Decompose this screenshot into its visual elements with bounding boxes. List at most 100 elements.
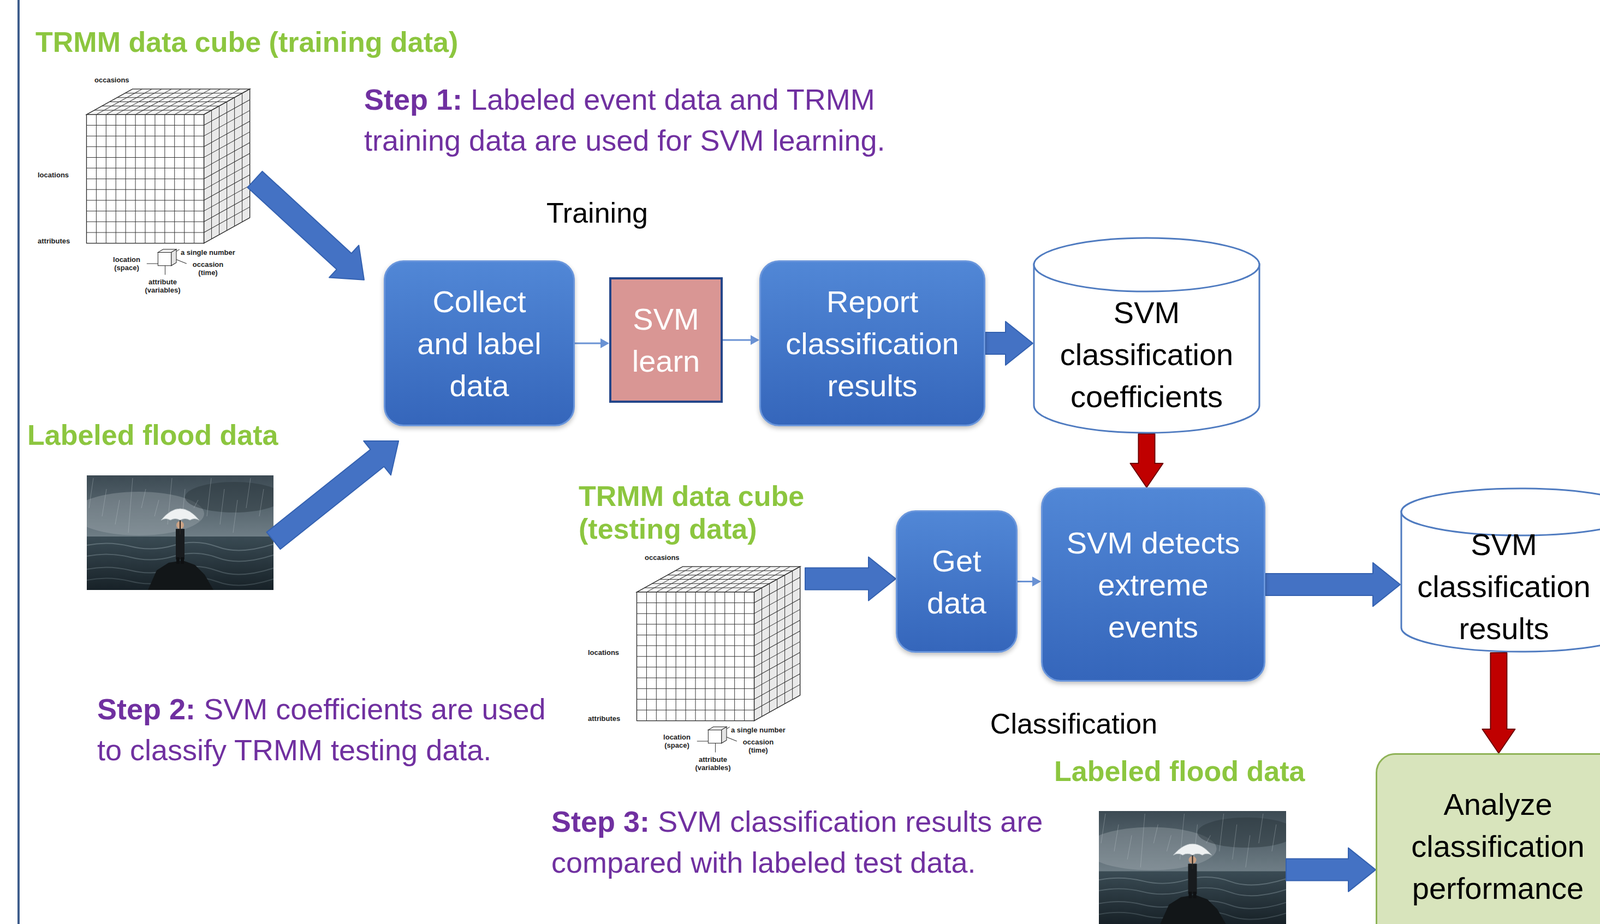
grid-line xyxy=(761,587,763,717)
grid-line xyxy=(86,168,204,169)
step-note: Step 3:SVM classification results are co… xyxy=(551,801,1054,884)
block-arrow xyxy=(1286,848,1376,892)
grid-line xyxy=(86,210,204,212)
rain xyxy=(206,478,212,517)
rain xyxy=(233,500,238,533)
grid-line xyxy=(211,110,212,240)
group-label: Classification xyxy=(990,706,1158,741)
axis-label: attributes xyxy=(37,236,70,246)
database-cylinder: SVM classification coefficients xyxy=(1032,236,1261,434)
grid-line xyxy=(234,97,235,227)
grid-line xyxy=(86,200,204,201)
grid-line xyxy=(109,101,228,103)
cube-face xyxy=(204,88,251,244)
rock xyxy=(1160,895,1226,924)
block-arrow xyxy=(805,557,896,602)
rock xyxy=(147,560,214,591)
grid-line xyxy=(636,688,754,689)
person xyxy=(1193,891,1197,899)
rain xyxy=(1232,824,1237,860)
cell xyxy=(171,249,177,266)
block-arrow xyxy=(266,441,400,550)
process-box: Report classification results xyxy=(759,260,986,427)
grid-line xyxy=(659,579,778,580)
step-number: Step 2: xyxy=(97,692,196,726)
axis-label: attribute (variables) xyxy=(137,277,188,295)
connector xyxy=(1265,562,1401,607)
rain xyxy=(1140,813,1145,868)
step-note: Step 1:Labeled event data and TRMM train… xyxy=(364,79,910,162)
grid-line xyxy=(226,101,228,231)
grid-line xyxy=(86,221,204,223)
grid-line xyxy=(86,178,204,180)
leader-line xyxy=(176,249,180,252)
grid-line xyxy=(769,583,770,713)
box-text: SVM detects extreme events xyxy=(1056,521,1251,648)
grid-line xyxy=(792,570,793,700)
rain xyxy=(115,500,120,525)
rain xyxy=(1114,824,1119,852)
axis-label: attributes xyxy=(587,714,621,723)
rain xyxy=(154,500,159,517)
axis-label: a single number xyxy=(180,248,236,257)
step-number: Step 1: xyxy=(364,82,463,116)
umbrella-handle xyxy=(1191,854,1193,870)
axis-label: locations xyxy=(37,170,69,180)
box-text: Get data xyxy=(906,539,1008,624)
umbrella xyxy=(161,508,200,521)
axis-label: location (space) xyxy=(658,733,695,750)
analysis-box: Analyze classification performance xyxy=(1375,753,1600,924)
leader-line xyxy=(726,727,730,730)
source-heading: Labeled flood data xyxy=(1054,754,1382,788)
data-cube: TRMM data cube (testing data)occasionslo… xyxy=(585,551,806,782)
grid-line xyxy=(667,574,785,576)
rain xyxy=(88,478,94,509)
rain xyxy=(102,489,107,517)
grid-line xyxy=(86,125,204,126)
process-group: TrainingCollect and label dataSVM learnR… xyxy=(364,239,991,442)
box-text: Analyze classification performance xyxy=(1377,783,1600,910)
process-box: Get data xyxy=(895,510,1018,653)
cube-face xyxy=(636,592,754,722)
rain xyxy=(193,500,199,509)
rain xyxy=(1258,813,1264,844)
process-box: Collect and label data xyxy=(383,260,575,427)
grid-line xyxy=(636,709,754,711)
grid-line xyxy=(636,645,754,647)
cube-face xyxy=(86,114,204,244)
border-line xyxy=(16,0,21,924)
leader-line xyxy=(697,741,709,742)
data-cube xyxy=(585,551,806,782)
cell xyxy=(721,727,727,744)
box-text: SVM classification coefficients xyxy=(1038,291,1255,418)
leader-line xyxy=(146,263,159,265)
source-heading: Labeled flood data xyxy=(27,418,355,452)
cell xyxy=(157,252,171,266)
leader-line xyxy=(176,259,187,264)
cube-face xyxy=(754,566,801,722)
data-cube xyxy=(35,73,255,304)
grid-line xyxy=(86,189,204,190)
axis-label: occasion (time) xyxy=(739,738,778,755)
box-text: Report classification results xyxy=(771,280,973,407)
flood-photo xyxy=(1098,811,1287,924)
rain xyxy=(1153,824,1158,844)
grid-line xyxy=(636,613,754,615)
source-heading: TRMM data cube (testing data) xyxy=(578,479,836,546)
grid-line xyxy=(636,667,754,668)
cloud xyxy=(1197,817,1287,848)
connector xyxy=(1482,652,1515,754)
rain xyxy=(1206,835,1211,844)
rain xyxy=(141,489,146,509)
group-label: Training xyxy=(546,195,648,230)
grid-line xyxy=(125,92,243,94)
grid-line xyxy=(636,699,754,700)
axis-label: occasion (time) xyxy=(188,260,228,277)
axis-label: attribute (variables) xyxy=(687,755,739,772)
person xyxy=(180,557,184,564)
flood-photo: Labeled flood data xyxy=(1098,811,1287,924)
rain xyxy=(259,489,264,517)
grid-line xyxy=(776,579,778,709)
database-cylinder: SVM classification results xyxy=(1400,487,1600,653)
step-note: Step 2:SVM coefficients are used to clas… xyxy=(97,688,567,771)
